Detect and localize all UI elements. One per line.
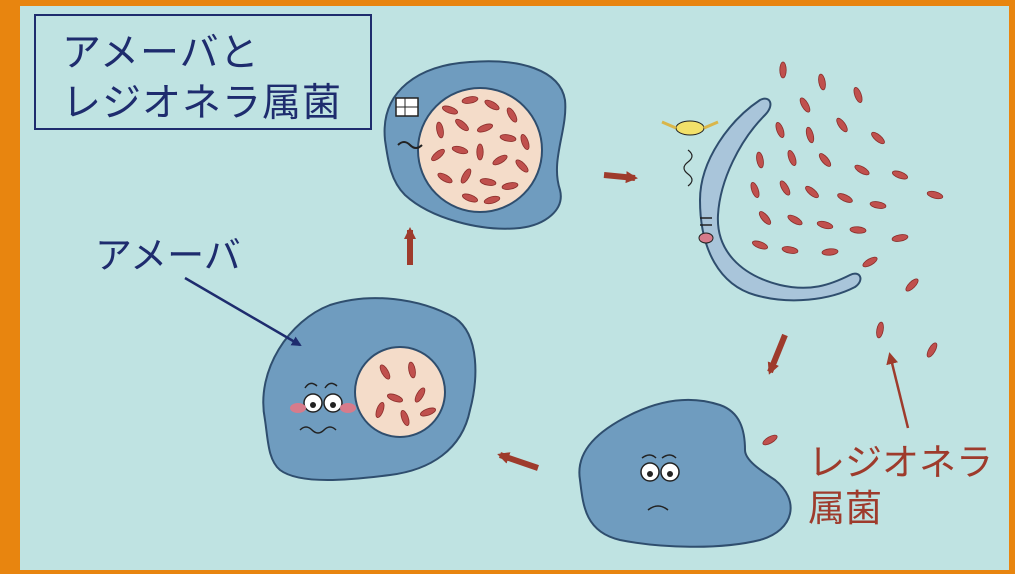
ruptured-amoeba xyxy=(662,99,860,301)
infected-amoeba xyxy=(263,298,475,480)
amoeba-pointer-arrow xyxy=(185,278,300,345)
legionella-pointer-arrow xyxy=(890,355,908,428)
amoeba-label: アメーバ xyxy=(95,225,241,279)
released-bacteria xyxy=(749,62,943,447)
healthy-amoeba xyxy=(579,400,790,547)
legionella-label-line-2: 属菌 xyxy=(808,478,882,532)
title-box: アメーバと レジオネラ属菌 xyxy=(34,14,372,130)
title-line-2: レジオネラ属菌 xyxy=(62,72,342,128)
bursting-amoeba xyxy=(385,61,566,228)
title-line-1: アメーバと xyxy=(62,22,260,78)
